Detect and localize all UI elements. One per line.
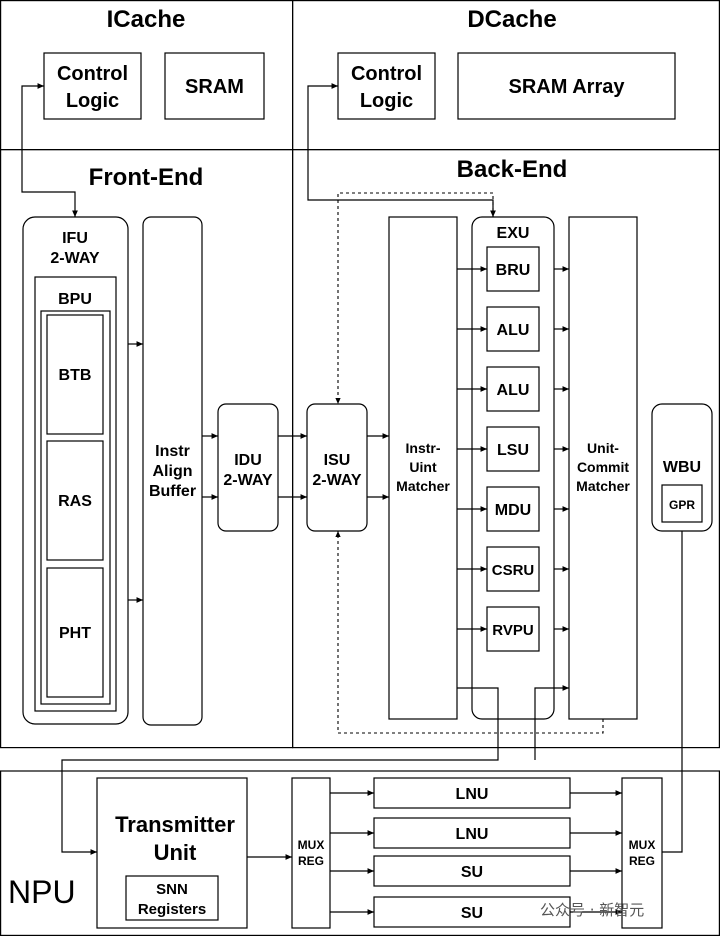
registers-label: Registers [138, 901, 206, 918]
dcache-control-label: Control [351, 63, 422, 85]
icache-logic-label: Logic [66, 90, 119, 112]
transmitter-unit-box [96, 777, 248, 929]
transmitter-label: Transmitter [115, 812, 235, 837]
npu-lanes: LNU LNU SU SU [330, 777, 622, 928]
mux-reg-out-box [621, 777, 663, 929]
connections [21, 83, 683, 855]
ifu-ways-label: 2-WAY [50, 250, 100, 267]
npu-lane-label-lnu-0: LNU [456, 786, 489, 803]
iab-label-line3: Buffer [149, 483, 196, 500]
mux-out-label: MUX [629, 838, 656, 852]
icache-to-ifu-link [21, 83, 78, 217]
ifu-label: IFU [62, 230, 88, 247]
npu-region [0, 770, 720, 936]
exu-unit-label-lsu-3: LSU [497, 442, 529, 459]
idu-label: IDU [234, 452, 262, 469]
exu-unit-label-alu-2: ALU [497, 382, 530, 399]
icache-sram-box [164, 52, 265, 120]
ucm-label-line3: Matcher [576, 478, 630, 494]
bpu-label: BPU [58, 291, 92, 308]
iab-label-line1: Instr [155, 443, 190, 460]
pht-label: PHT [59, 625, 91, 642]
exu-label: EXU [497, 225, 530, 242]
exu-unit-label-alu-1: ALU [497, 322, 530, 339]
ium-label-line2: Uint [409, 459, 437, 475]
mux-in-label: MUX [298, 838, 325, 852]
dashed-connections [335, 192, 604, 734]
icache-title: ICache [107, 6, 186, 33]
snn-label: SNN [156, 881, 188, 898]
ium-label-line3: Matcher [396, 478, 450, 494]
frontend-region [0, 149, 294, 749]
dcache-title: DCache [467, 6, 556, 33]
ras-label: RAS [58, 493, 92, 510]
npu-to-ucm-link [662, 531, 683, 853]
ucm-label-line1: Unit- [587, 440, 619, 456]
exu-unit-label-bru-0: BRU [496, 262, 531, 279]
transmitter-unit-label: Unit [154, 840, 197, 865]
watermark: 公众号 · 新智元 [540, 901, 644, 919]
iab-label-line2: Align [153, 463, 193, 480]
icache-sram-label: SRAM [185, 76, 244, 98]
isu-ways-label: 2-WAY [312, 472, 362, 489]
gpr-box [661, 484, 703, 523]
isu-label: ISU [324, 452, 351, 469]
exu-box [471, 216, 555, 720]
dcache-logic-label: Logic [360, 90, 413, 112]
exu-units: BRU ALU ALU LSU MDU CSRU RVPU [457, 246, 569, 652]
ucm-label-line2: Commit [577, 459, 629, 475]
idu-box [217, 403, 279, 532]
pht-box [46, 567, 104, 698]
npu-lane-label-lnu-1: LNU [456, 826, 489, 843]
npu-lane-label-su-2: SU [461, 864, 483, 881]
btb-label: BTB [59, 367, 92, 384]
mux-reg-in-box [291, 777, 331, 929]
exu-unit-label-mdu-4: MDU [495, 502, 531, 519]
snn-registers-box [125, 875, 219, 921]
gpr-label: GPR [669, 498, 695, 512]
backend-title: Back-End [457, 156, 568, 183]
ras-box [46, 440, 104, 561]
instr-unit-matcher-box [388, 216, 458, 720]
reg-out-label: REG [629, 854, 655, 868]
reg-in-label: REG [298, 854, 324, 868]
frontend-title: Front-End [89, 164, 204, 191]
exu-to-isu-feedback-top [335, 192, 494, 404]
bpu-box [34, 276, 117, 712]
ium-label-line1: Instr- [406, 440, 441, 456]
ucm-to-isu-feedback-bottom [335, 531, 604, 734]
npu-lane-label-su-3: SU [461, 905, 483, 922]
icache-control-label: Control [57, 63, 128, 85]
wbu-label: WBU [663, 459, 701, 476]
dcache-to-exu-link [307, 83, 496, 217]
instr-align-buffer-box [142, 216, 203, 726]
ium-to-npu-link [61, 687, 499, 855]
exu-unit-label-rvpu-6: RVPU [492, 622, 533, 639]
backend-region [292, 149, 720, 749]
exu-unit-label-csru-5: CSRU [492, 562, 535, 579]
btb-box [46, 314, 104, 435]
bpu-inner-frame [40, 310, 111, 705]
exu-bypass-to-ucm [534, 685, 569, 760]
npu-label: NPU [8, 874, 76, 910]
dcache-sram-array-label: SRAM Array [509, 76, 626, 98]
idu-ways-label: 2-WAY [223, 472, 273, 489]
